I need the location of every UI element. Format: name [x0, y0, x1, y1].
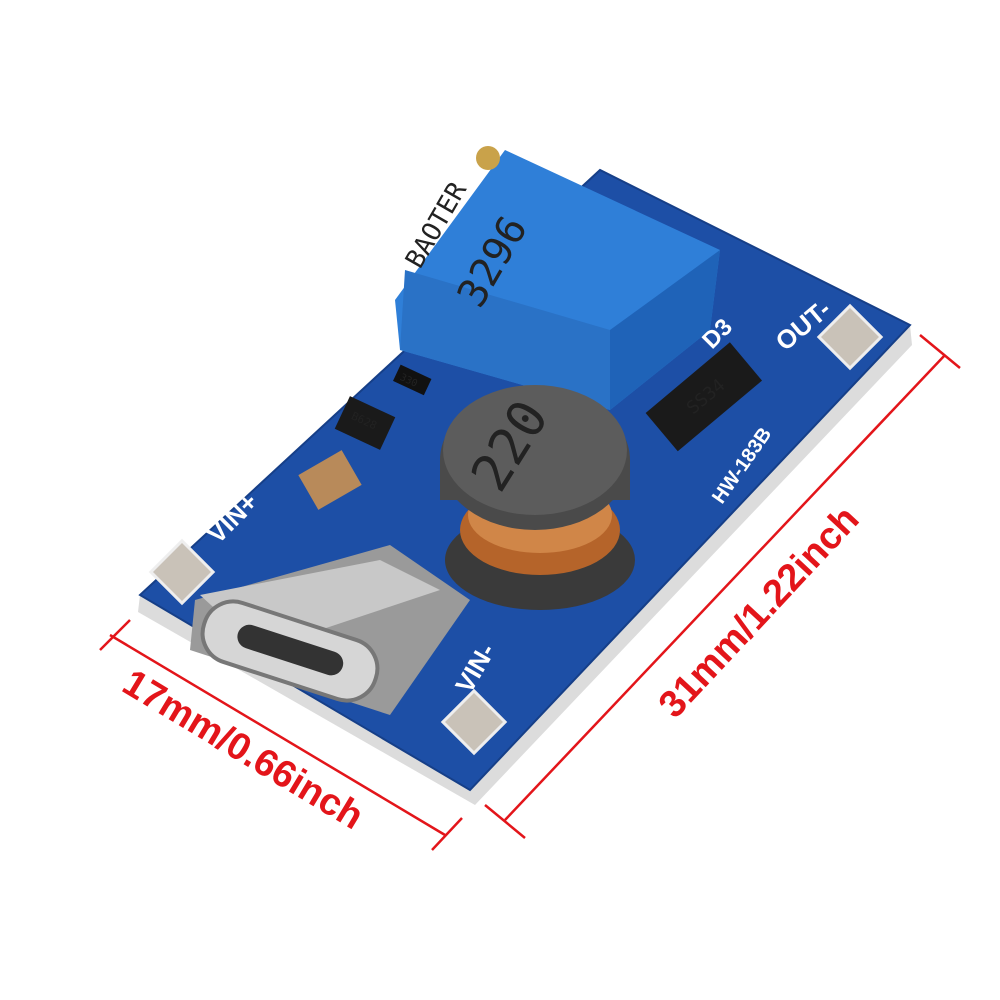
capacitor: [298, 450, 362, 510]
ic-chip: [334, 396, 396, 450]
resistor: [393, 364, 432, 396]
width-dimension: [99, 619, 463, 851]
adjust-screw-icon[interactable]: [476, 146, 500, 170]
inductor: 220: [440, 385, 635, 610]
diode-d3: SS34: [645, 342, 763, 452]
length-dimension: [484, 334, 961, 839]
usb-c-port[interactable]: [190, 545, 470, 715]
mounting-pads: [148, 303, 884, 756]
